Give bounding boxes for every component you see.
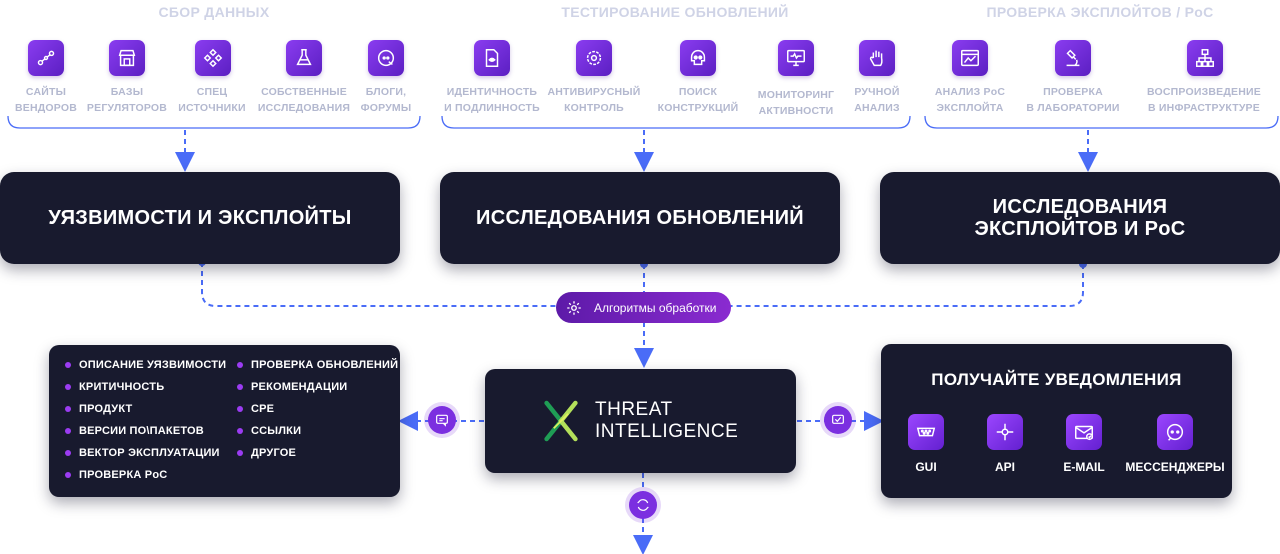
export-left-icon <box>428 406 456 434</box>
block-vulns-title: УЯЗВИМОСТИ И ЭКСПЛОЙТЫ <box>48 207 352 229</box>
attribute-item: ПРОДУКТ <box>65 403 132 415</box>
attribute-item: ВЕРСИИ ПО\ПАКЕТОВ <box>65 425 204 437</box>
product-name-line2: INTELLIGENCE <box>595 421 739 442</box>
section-title-updates: ТЕСТИРОВАНИЕ ОБНОВЛЕНИЙ <box>561 4 789 20</box>
source-label-regulators: БАЗЫ РЕГУЛЯТОРОВ <box>86 86 168 114</box>
block-updates-research: ИССЛЕДОВАНИЯ ОБНОВЛЕНИЙ <box>440 172 840 264</box>
attribute-item: ВЕКТОР ЭКСПЛУАТАЦИИ <box>65 447 220 459</box>
gear-shield-icon <box>576 40 612 76</box>
gear-icon <box>564 298 584 318</box>
product-name-line1: THREAT <box>595 399 673 420</box>
chart-window-icon <box>952 40 988 76</box>
source-label-antivirus: АНТИВИРУСНЫЙ КОНТРОЛЬ <box>547 86 641 114</box>
source-label-poc-analysis: АНАЛИЗ PoC ЭКСПЛОЙТА <box>934 86 1006 114</box>
notifications-title: ПОЛУЧАЙТЕ УВЕДОМЛЕНИЯ <box>931 370 1182 389</box>
share-network-icon <box>28 40 64 76</box>
flask-icon <box>286 40 322 76</box>
attribute-item: ДРУГОЕ <box>237 447 296 459</box>
source-label-search: ПОИСК КОНСТРУКЦИЙ <box>657 86 739 114</box>
source-label-vendors: САЙТЫ ВЕНДОРОВ <box>14 86 78 114</box>
messenger-icon[interactable] <box>1157 414 1193 450</box>
block-vulns-exploits: УЯЗВИМОСТИ И ЭКСПЛОЙТЫ <box>0 172 400 264</box>
threat-intelligence-block: THREAT INTELLIGENCE <box>485 369 796 473</box>
diamond-grid-icon <box>195 40 231 76</box>
source-label-manual: РУЧНОЙ АНАЛИЗ <box>854 86 900 114</box>
notifications-block: ПОЛУЧАЙТЕ УВЕДОМЛЕНИЯ GUI API E-MAIL МЕС… <box>881 344 1232 498</box>
block-updates-title: ИССЛЕДОВАНИЯ ОБНОВЛЕНИЙ <box>476 207 804 229</box>
source-label-lab: ПРОВЕРКА В ЛАБОРАТОРИИ <box>1026 86 1120 114</box>
section-title-poc: ПРОВЕРКА ЭКСПЛОЙТОВ / PoC <box>986 4 1214 20</box>
skull-icon <box>680 40 716 76</box>
attribute-item: ПРОВЕРКА PoC <box>65 469 167 481</box>
attribute-item: ССЫЛКИ <box>237 425 301 437</box>
attribute-item: ПРОВЕРКА ОБНОВЛЕНИЙ <box>237 359 398 371</box>
sync-icon <box>629 491 657 519</box>
hand-icon <box>859 40 895 76</box>
attribute-item: ОПИСАНИЕ УЯЗВИМОСТИ <box>65 359 226 371</box>
attribute-item: КРИТИЧНОСТЬ <box>65 381 164 393</box>
threat-intelligence-logo <box>544 400 578 442</box>
monitor-pulse-icon <box>778 40 814 76</box>
storefront-icon <box>109 40 145 76</box>
attribute-item: CPE <box>237 403 274 415</box>
source-label-monitoring: МОНИТОРИНГ АКТИВНОСТИ <box>757 89 835 117</box>
chat-bubbles-icon <box>368 40 404 76</box>
source-label-identity: ИДЕНТИЧНОСТЬ И ПОДЛИННОСТЬ <box>444 86 540 114</box>
attributes-block: ОПИСАНИЕ УЯЗВИМОСТИ КРИТИЧНОСТЬ ПРОДУКТ … <box>49 345 400 497</box>
plug-icon[interactable] <box>987 414 1023 450</box>
microscope-icon <box>1055 40 1091 76</box>
notify-right-icon <box>824 406 852 434</box>
block-poc-research: ИССЛЕДОВАНИЯ ЭКСПЛОЙТОВ И PoC <box>880 172 1280 264</box>
document-eye-icon <box>474 40 510 76</box>
algorithms-label: Алгоритмы обработки <box>594 300 717 315</box>
mail-icon[interactable] <box>1066 414 1102 450</box>
channel-label-messengers: МЕССЕНДЖЕРЫ <box>1125 460 1225 474</box>
algorithms-pill: Алгоритмы обработки <box>556 292 731 323</box>
source-label-special: СПЕЦ ИСТОЧНИКИ <box>178 86 246 114</box>
hierarchy-icon <box>1187 40 1223 76</box>
source-label-infra: ВОСПРОИЗВЕДЕНИЕ В ИНФРАСТРУКТУРЕ <box>1147 86 1261 114</box>
attribute-item: РЕКОМЕНДАЦИИ <box>237 381 347 393</box>
channel-label-gui: GUI <box>915 460 937 474</box>
section-title-collect: СБОР ДАННЫХ <box>158 4 270 20</box>
terminal-port-icon[interactable] <box>908 414 944 450</box>
channel-label-email: E-MAIL <box>1063 460 1105 474</box>
source-label-research: СОБСТВЕННЫЕ ИССЛЕДОВАНИЯ <box>257 86 351 114</box>
source-label-blogs: БЛОГИ, ФОРУМЫ <box>360 86 412 114</box>
channel-label-api: API <box>994 460 1015 474</box>
block-poc-title: ИССЛЕДОВАНИЯ ЭКСПЛОЙТОВ И PoC <box>974 196 1186 240</box>
